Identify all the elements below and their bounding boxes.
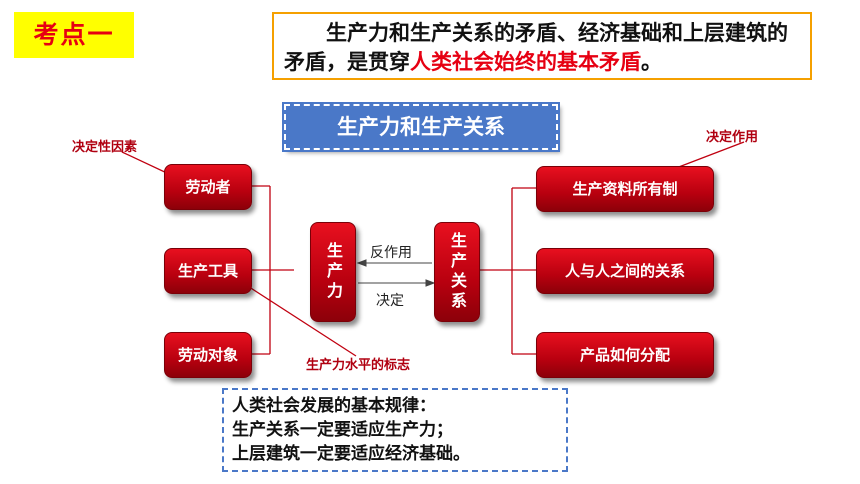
rule-line-1: 人类社会发展的基本规律： — [232, 396, 436, 416]
intro-text-1: 生产力和生产关系的矛盾、经济基础和上层建筑的矛盾，是贯穿 — [284, 21, 788, 74]
box-tools: 生产工具 — [164, 248, 252, 294]
box-production-relations: 生产关系 — [434, 222, 480, 322]
diagram-title-banner: 生产力和生产关系 — [282, 102, 560, 152]
intro-box: 生产力和生产关系的矛盾、经济基础和上层建筑的矛盾，是贯穿人类社会始终的基本矛盾。 — [272, 12, 812, 80]
box-ownership: 生产资料所有制 — [536, 166, 714, 212]
rule-box: 人类社会发展的基本规律： 生产关系一定要适应生产力； 上层建筑一定要适应经济基础… — [222, 388, 568, 472]
box-labor-object: 劳动对象 — [164, 332, 252, 378]
intro-highlight: 人类社会始终的基本矛盾 — [410, 50, 641, 74]
note-productivity-mark: 生产力水平的标志 — [306, 358, 411, 373]
label-reaction: 反作用 — [370, 245, 412, 261]
label-decides: 决定 — [376, 293, 404, 309]
box-laborer: 劳动者 — [164, 164, 252, 210]
rule-line-3: 上层建筑一定要适应经济基础。 — [232, 444, 470, 464]
intro-text-2: 。 — [641, 50, 662, 74]
note-decisive-factor: 决定性因素 — [72, 140, 138, 155]
box-productive-forces: 生产力 — [310, 222, 356, 322]
note-decisive-role: 决定作用 — [706, 130, 759, 145]
box-distribution: 产品如何分配 — [536, 332, 714, 378]
topic-tag: 考点一 — [14, 12, 134, 58]
box-relations: 人与人之间的关系 — [536, 248, 714, 294]
rule-line-2: 生产关系一定要适应生产力； — [232, 420, 453, 440]
